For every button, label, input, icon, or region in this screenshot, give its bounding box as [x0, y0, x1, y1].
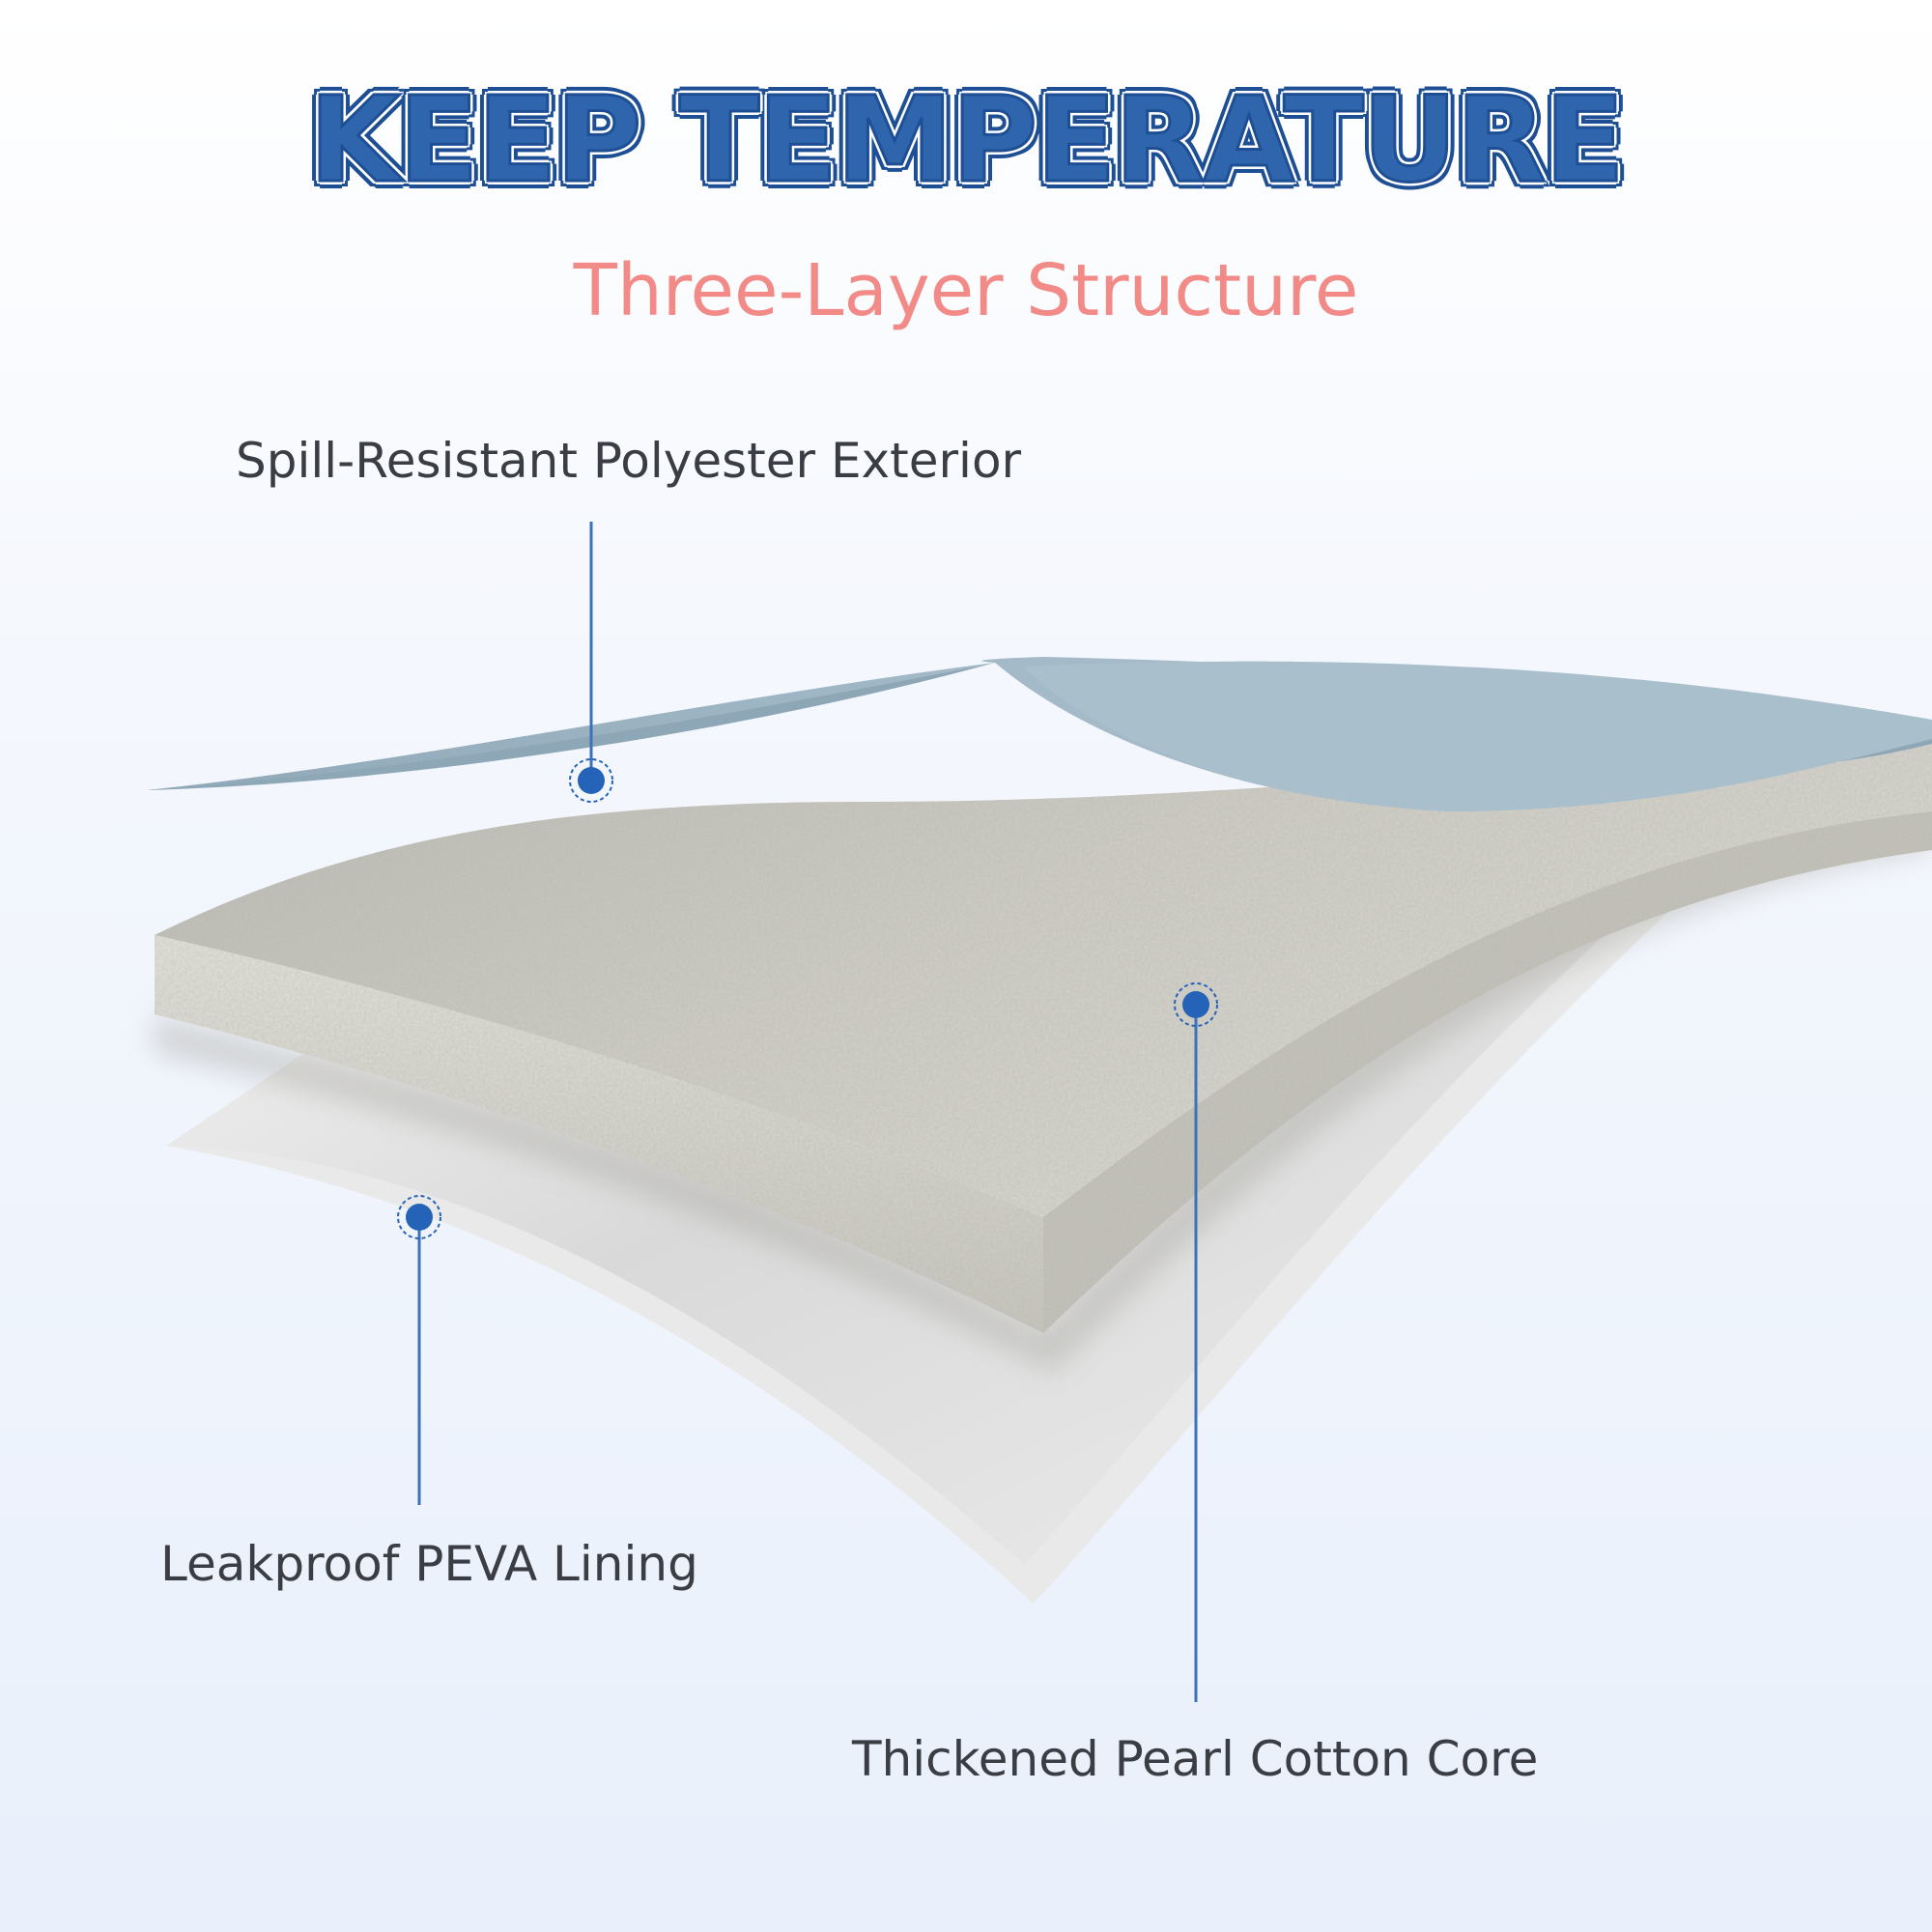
marker-dot-icon [569, 758, 613, 803]
layer-label-core: Thickened Pearl Cotton Core [852, 1731, 1539, 1787]
layer-label-lining: Leakproof PEVA Lining [160, 1536, 698, 1592]
exterior-back-panel [1024, 661, 1932, 811]
marker-dot-icon [397, 1195, 441, 1239]
page-subtitle: Three-Layer Structure [573, 249, 1359, 332]
marker-dot-icon [1174, 982, 1218, 1027]
layer-label-exterior: Spill-Resistant Polyester Exterior [236, 433, 1022, 489]
page-title: KEEP TEMPERATURE [307, 71, 1626, 209]
